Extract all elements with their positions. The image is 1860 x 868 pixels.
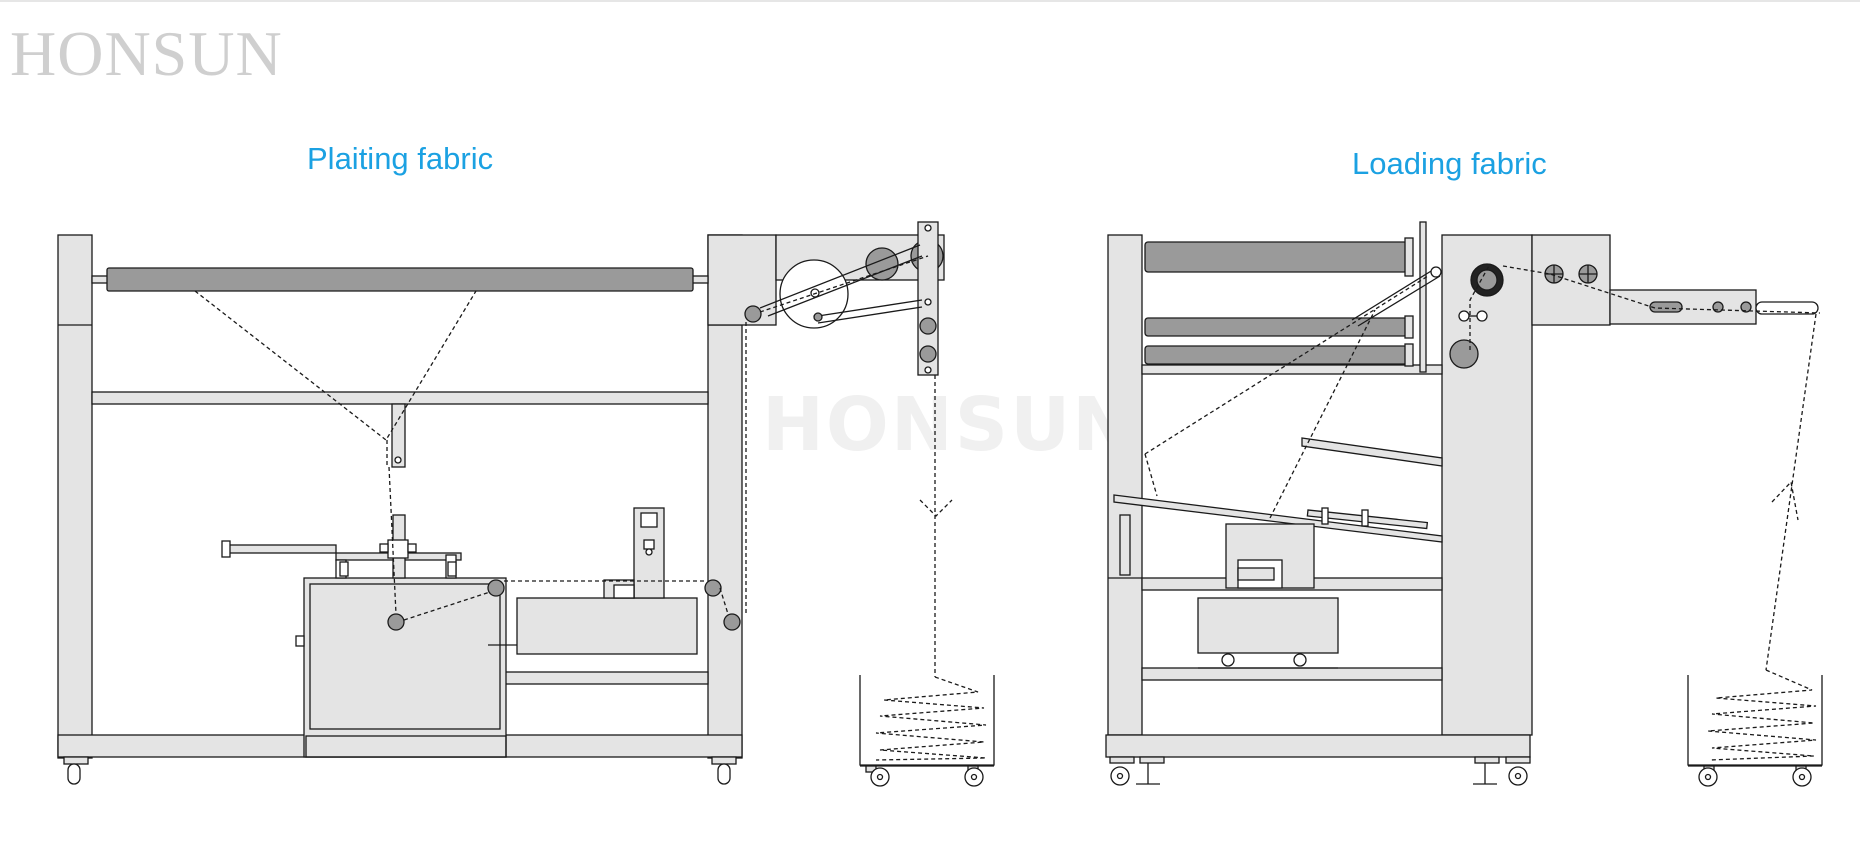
guide-roller (704, 579, 722, 597)
fabric-path-plaiting (194, 255, 987, 761)
roller-axle-right (691, 275, 709, 284)
loading-fabric-title: Loading fabric (1352, 146, 1547, 181)
loading-rollers (1144, 221, 1427, 373)
guide-roller (744, 305, 762, 323)
plaiting-fabric-title: Plaiting fabric (307, 141, 494, 176)
watermark: HONSUN (762, 382, 1137, 468)
guide-roller (387, 613, 405, 631)
guide-roller (723, 613, 741, 631)
loading-head (1449, 263, 1752, 369)
side-sensor (1119, 514, 1131, 576)
loading-machine (1105, 221, 1823, 787)
fabric-bin-left (859, 675, 995, 787)
feet-and-wheels-right (1109, 756, 1531, 786)
traverse-rail (221, 514, 462, 579)
plaiting-hanger (391, 403, 406, 468)
caster-wheels-left (63, 756, 737, 785)
feeding-head (759, 221, 945, 376)
fabric-bin-right (1687, 675, 1823, 787)
roller-axle-left (91, 275, 109, 284)
drive-motor-box (488, 507, 698, 655)
top-divider (0, 0, 1860, 2)
top-fabric-roller (106, 267, 694, 292)
fabric-path-loading (1144, 263, 1821, 761)
tension-arms (1113, 266, 1443, 543)
loading-carriage (1197, 523, 1339, 669)
control-cabinet (295, 577, 507, 758)
brand-logo: HONSUN (10, 18, 283, 89)
guide-roller (487, 579, 505, 597)
plaiting-machine (57, 221, 995, 787)
